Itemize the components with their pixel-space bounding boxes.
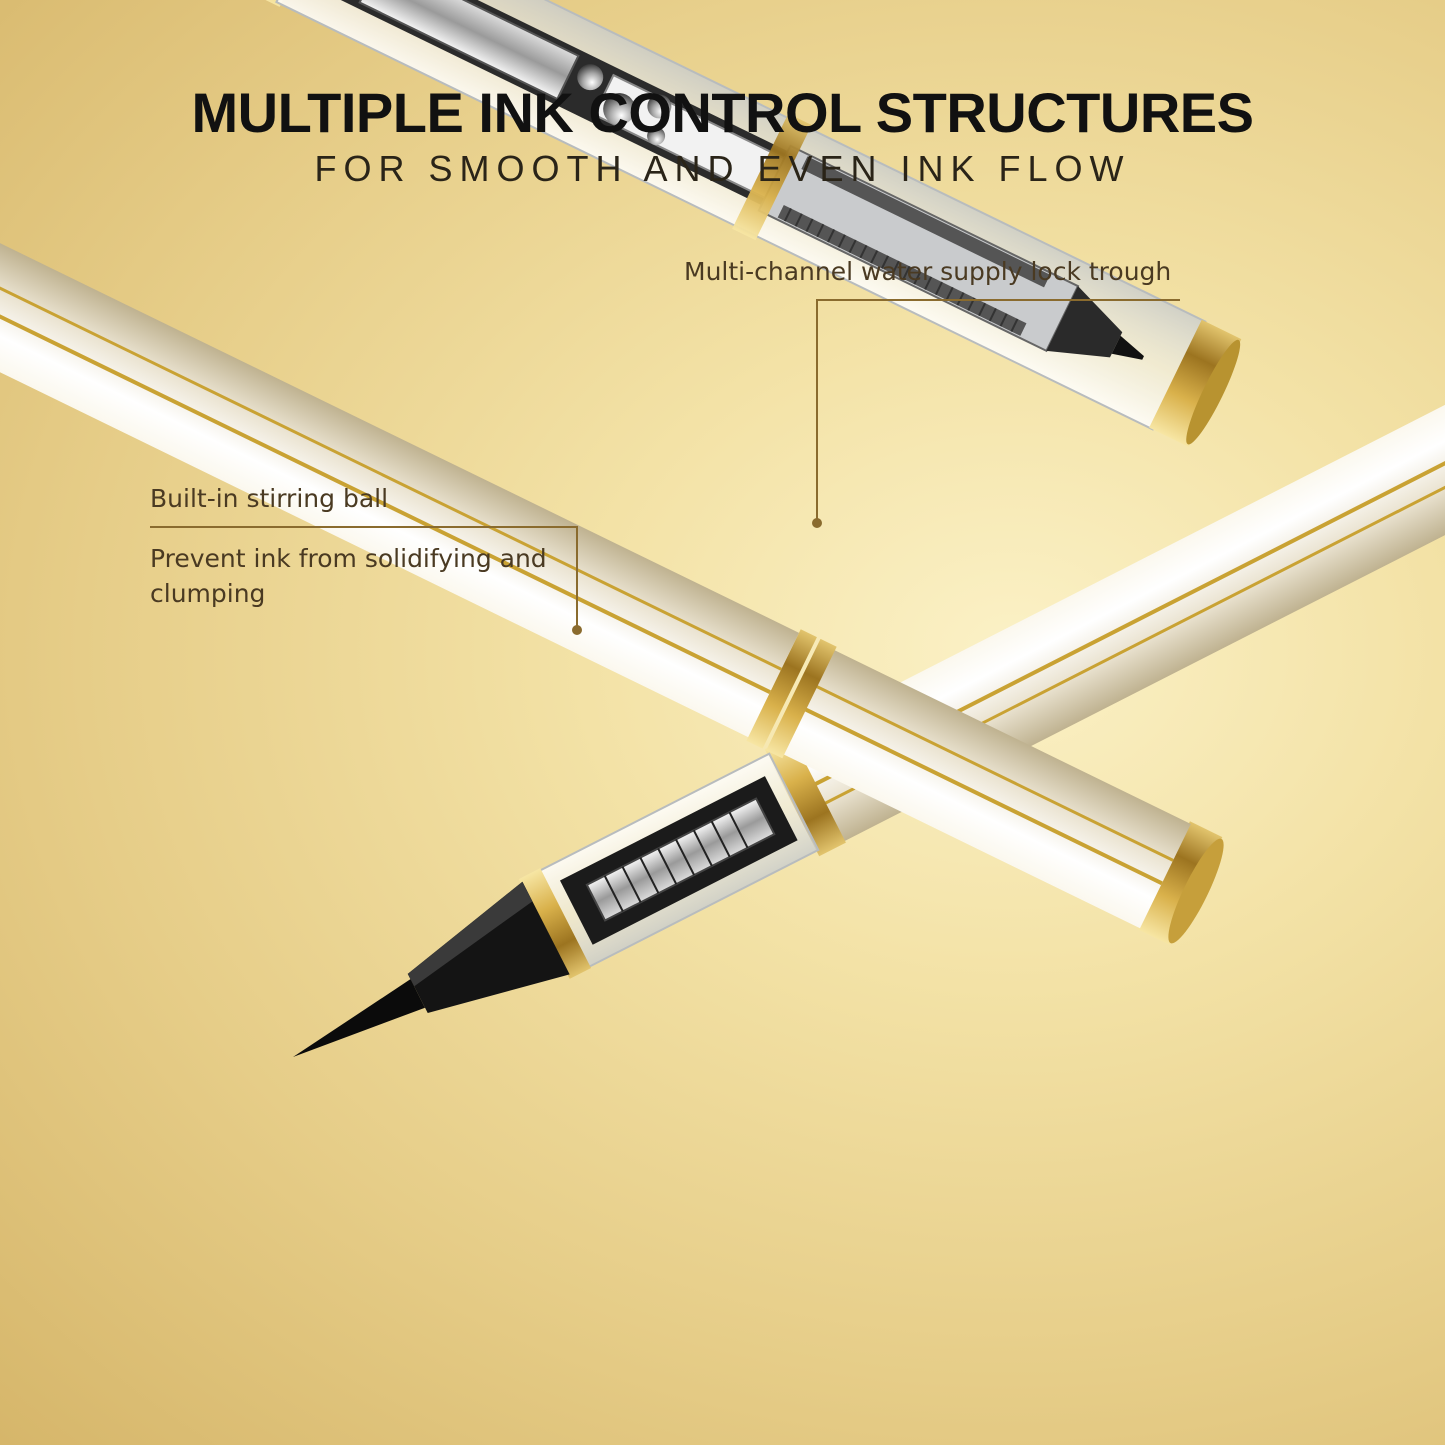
callout-trough: Multi-channel water supply lock trough	[684, 257, 1172, 286]
callout-stirring-ball: Built-in stirring ball	[150, 484, 389, 513]
ball-leader-dot	[572, 625, 582, 635]
trough-leader-line	[816, 299, 1180, 520]
subheadline: FOR SMOOTH AND EVEN INK FLOW	[314, 148, 1131, 189]
pen-middle-nib	[293, 240, 1445, 1057]
callout-prevent-clumping: Prevent ink from solidifying and clumpin…	[150, 544, 547, 608]
ball-leader-line	[150, 526, 578, 627]
headline: MULTIPLE INK CONTROL STRUCTURES	[191, 81, 1254, 144]
pen-transparent-top	[258, 0, 1242, 447]
callout-leader-lines	[150, 299, 1180, 635]
trough-leader-dot	[812, 518, 822, 528]
